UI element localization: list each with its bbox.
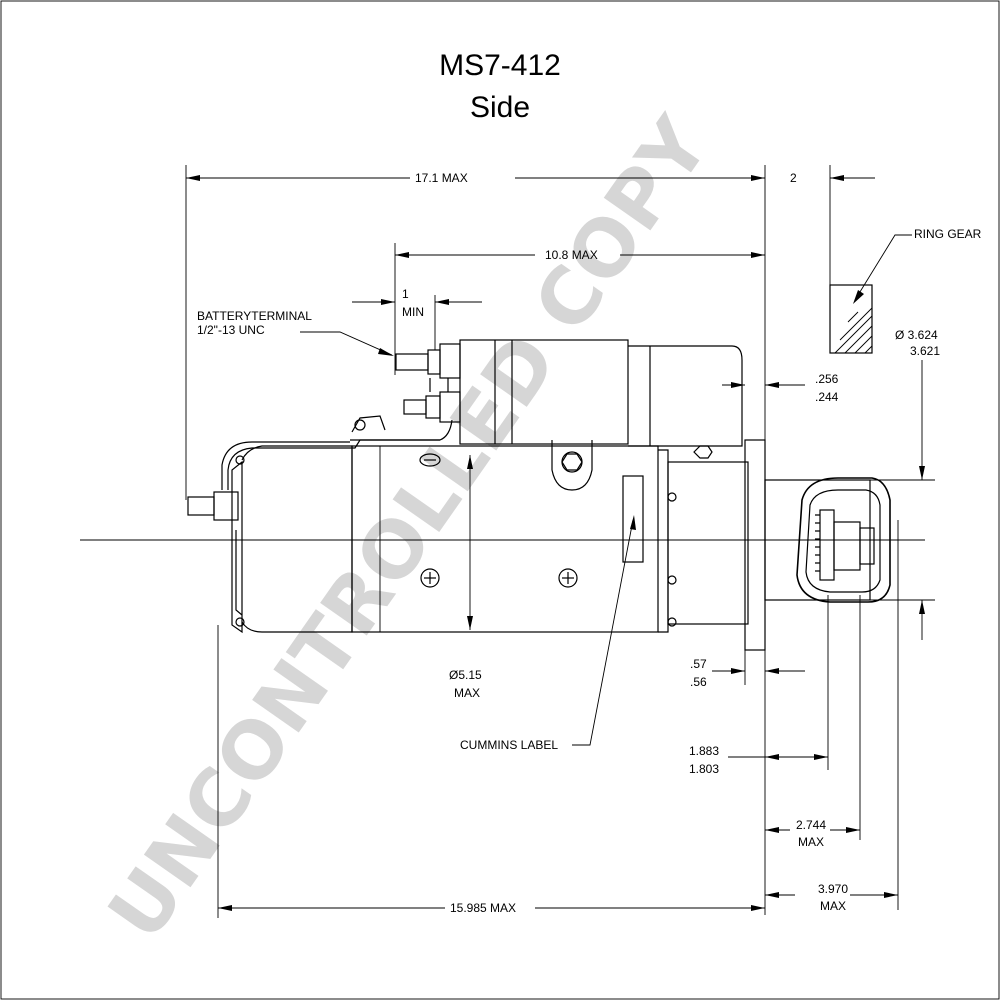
- dim-front-max: MAX: [820, 899, 846, 913]
- dim-motor-dia: Ø5.15: [449, 668, 482, 682]
- dim-nose: 2.744: [796, 818, 826, 832]
- dim-flange-thk-max: .256: [815, 372, 839, 386]
- dim-pilot-dia-max: Ø 3.624: [895, 328, 938, 342]
- dim-motor-dia-max: MAX: [454, 686, 480, 700]
- label-cummins: CUMMINS LABEL: [460, 738, 558, 752]
- dim-pinion-max: 1.883: [689, 744, 719, 758]
- dim-offset-max: .57: [690, 657, 707, 671]
- dim-min-value: 1: [402, 287, 409, 301]
- drawing-subtitle: Side: [470, 91, 530, 124]
- cummins-label-plate: [622, 475, 644, 563]
- starter-motor: [187, 284, 891, 651]
- dim-overall-length: 17.1 MAX: [415, 171, 468, 185]
- label-battery-terminal: BATTERYTERMINAL: [197, 309, 312, 323]
- dim-min-unit: MIN: [402, 305, 424, 319]
- ring-gear-section: [829, 284, 873, 354]
- drawing-title: MS7-412: [439, 49, 561, 82]
- dimension-labels: 17.1 MAX 2 10.8 MAX RING GEAR 1 MIN BATT…: [197, 171, 982, 915]
- dim-nose-max: MAX: [798, 835, 824, 849]
- frame-bolt: [420, 568, 440, 588]
- dim-offset-min: .56: [690, 675, 707, 689]
- frame-bolt: [558, 568, 578, 588]
- dim-flange-gap: 2: [790, 171, 797, 185]
- dim-front: 3.970: [818, 882, 848, 896]
- dim-body-length: 15.985 MAX: [450, 901, 516, 915]
- label-ring-gear: RING GEAR: [914, 227, 982, 241]
- dim-pilot-dia-min: 3.621: [910, 344, 940, 358]
- solenoid: [350, 339, 743, 491]
- dim-solenoid-length: 10.8 MAX: [545, 248, 598, 262]
- frame-bolt: [419, 453, 441, 467]
- label-battery-thread: 1/2"-13 UNC: [197, 323, 265, 337]
- dim-flange-thk-min: .244: [815, 390, 839, 404]
- dim-pinion-min: 1.803: [689, 762, 719, 776]
